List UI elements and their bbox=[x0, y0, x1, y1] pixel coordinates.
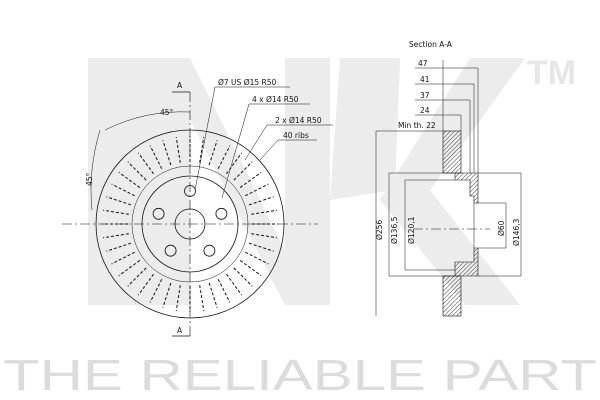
rib bbox=[137, 273, 154, 296]
section-marker-top: A bbox=[177, 81, 183, 90]
rib bbox=[217, 279, 231, 303]
rib bbox=[208, 282, 218, 308]
callout-hole-type: Ø7 US Ø15 R50 bbox=[218, 78, 277, 87]
rib bbox=[162, 282, 172, 308]
rib bbox=[149, 145, 163, 169]
section-title: Section A-A bbox=[409, 40, 453, 49]
angle-arc-top bbox=[104, 111, 191, 131]
diameter-dimension-lines bbox=[375, 130, 522, 316]
width-dimension-lines bbox=[415, 60, 479, 173]
rib bbox=[103, 209, 129, 215]
tagline-watermark: THE RELIABLE PART bbox=[3, 351, 597, 400]
dim-24: 24 bbox=[420, 106, 430, 115]
rib bbox=[175, 285, 181, 311]
rib bbox=[233, 161, 253, 181]
dim-47: 47 bbox=[418, 59, 428, 68]
leader-4 bbox=[259, 139, 317, 161]
rib bbox=[106, 242, 132, 252]
rib bbox=[251, 209, 277, 215]
friction-ring-top bbox=[442, 130, 462, 174]
leader-3 bbox=[244, 124, 333, 161]
rib bbox=[111, 251, 135, 265]
rib bbox=[106, 196, 132, 206]
rib bbox=[208, 140, 218, 166]
rib bbox=[239, 171, 262, 188]
rib bbox=[137, 152, 154, 175]
rib bbox=[103, 233, 129, 239]
angle-top-label: 45° bbox=[160, 108, 174, 117]
leader-2 bbox=[221, 103, 310, 199]
front-view: A A 45° 45° Ø7 US Ø15 R50 4 x Ø14 R50 2 … bbox=[62, 78, 333, 337]
rib bbox=[251, 233, 277, 239]
rib bbox=[245, 183, 269, 197]
section-view: Section A-A 47 41 37 24 Min th. 22 Ø256 … bbox=[375, 40, 522, 317]
rib bbox=[239, 260, 262, 277]
bolt-hole bbox=[164, 244, 177, 257]
rib bbox=[226, 152, 243, 175]
rib bbox=[118, 260, 141, 277]
rib bbox=[175, 137, 181, 163]
bolt-hole bbox=[215, 207, 228, 220]
dim-d120-1: Ø120,1 bbox=[407, 216, 416, 244]
friction-ring-bottom bbox=[442, 275, 462, 317]
rib bbox=[111, 183, 135, 197]
bolt-hole bbox=[152, 207, 165, 220]
leader-1 bbox=[194, 86, 290, 191]
dim-d136-5: Ø136,5 bbox=[390, 216, 399, 244]
rib bbox=[245, 251, 269, 265]
angle-arc-left bbox=[90, 129, 101, 211]
rib bbox=[199, 285, 205, 311]
callout-ribs: 40 ribs bbox=[283, 131, 309, 140]
min-thickness: Min th. 22 bbox=[398, 121, 436, 130]
dim-41: 41 bbox=[420, 75, 430, 84]
section-arrows bbox=[172, 91, 190, 337]
callout-4-holes: 4 x Ø14 R50 bbox=[252, 95, 299, 104]
rib bbox=[248, 196, 274, 206]
rib bbox=[199, 137, 205, 163]
rib bbox=[226, 273, 243, 296]
rib bbox=[127, 267, 147, 287]
rib bbox=[149, 279, 163, 303]
rib bbox=[127, 161, 147, 181]
trademark-mark: TM bbox=[527, 54, 576, 92]
rib bbox=[248, 242, 274, 252]
dim-d60: Ø60 bbox=[497, 220, 506, 236]
dim-37: 37 bbox=[420, 91, 430, 100]
angle-left-label: 45° bbox=[85, 172, 94, 186]
hub-top bbox=[454, 172, 479, 204]
rib bbox=[217, 145, 231, 169]
dim-d146-3: Ø146,3 bbox=[512, 218, 521, 246]
bolt-hole bbox=[203, 244, 216, 257]
callout-2-holes: 2 x Ø14 R50 bbox=[275, 116, 322, 125]
rib bbox=[162, 140, 172, 166]
rib bbox=[233, 267, 253, 287]
rib bbox=[118, 171, 141, 188]
section-marker-bottom: A bbox=[177, 326, 183, 335]
dim-d256: Ø256 bbox=[375, 220, 384, 240]
watermark-logo: TM bbox=[88, 54, 576, 305]
